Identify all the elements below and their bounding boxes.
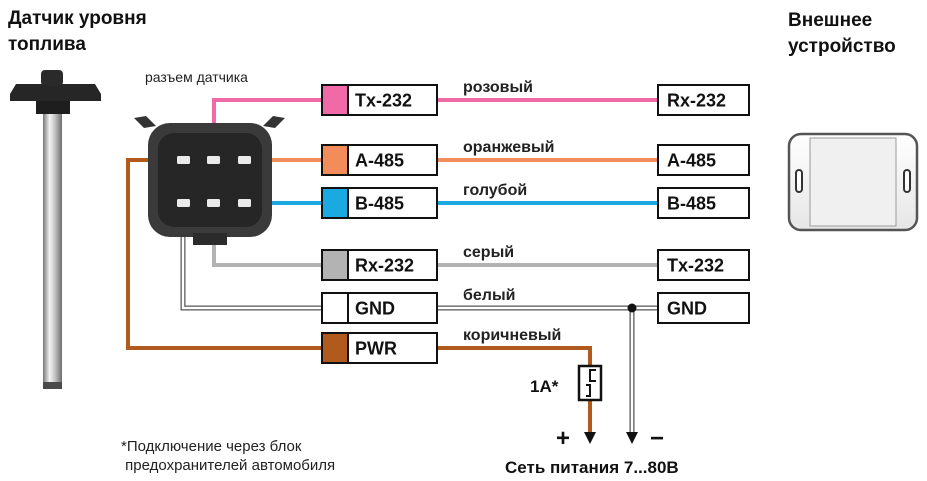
wire-color-name: розовый — [463, 79, 533, 96]
sensor-title-line2: топлива — [8, 34, 86, 55]
connector-label: разъем датчика — [145, 69, 248, 85]
external-device-icon — [787, 132, 919, 232]
color-swatch — [323, 334, 348, 362]
device-title-line1: Внешнее — [788, 10, 873, 31]
right-box-label: Tx-232 — [667, 256, 724, 276]
footnote-line2: предохранителей автомобиля — [121, 457, 336, 474]
right-box-label: GND — [667, 299, 707, 319]
wire-color-name: оранжевый — [463, 139, 554, 156]
left-box-label: GND — [355, 299, 395, 319]
sensor-title: Датчик уровня топлива — [8, 6, 147, 58]
device-title-line2: устройство — [788, 36, 896, 57]
color-swatch — [323, 251, 348, 279]
color-swatch — [323, 189, 348, 217]
left-box-0: Tx-232 — [321, 84, 438, 116]
color-swatch — [323, 146, 348, 174]
plus-arrow-icon — [584, 432, 596, 444]
left-box-5: PWR — [321, 332, 438, 364]
device-title: Внешнее устройство — [788, 8, 896, 60]
wire-color-name: серый — [463, 244, 514, 261]
junction-dot — [627, 303, 637, 313]
sensor-title-line1: Датчик уровня — [8, 8, 147, 29]
left-box-1: A-485 — [321, 144, 438, 176]
right-box-label: Rx-232 — [667, 91, 726, 111]
wire-color-names: розовый оранжевый голубой серый белый коричне… — [463, 79, 561, 344]
color-swatch — [323, 86, 348, 114]
right-box-2: B-485 — [657, 187, 750, 219]
sensor-connector — [134, 116, 285, 245]
color-swatch — [323, 294, 348, 322]
left-box-2: B-485 — [321, 187, 438, 219]
wire-color-name: голубой — [463, 182, 527, 199]
left-box-label: B-485 — [355, 194, 404, 214]
power-label: Сеть питания 7...80В — [505, 458, 679, 477]
right-box-4: GND — [657, 292, 750, 324]
right-box-label: A-485 — [667, 151, 716, 171]
right-box-0: Rx-232 — [657, 84, 750, 116]
left-box-4: GND — [321, 292, 438, 324]
minus-arrow-icon — [626, 432, 638, 444]
power-minus: − — [650, 425, 664, 452]
fuel-sensor-icon — [10, 70, 101, 389]
right-box-label: B-485 — [667, 194, 716, 214]
left-box-label: Tx-232 — [355, 91, 412, 111]
fuse-label: 1A* — [530, 377, 559, 396]
footnote-line1: *Подключение через блок — [121, 438, 302, 455]
connector-pins — [177, 156, 251, 207]
power-plus: + — [556, 425, 570, 452]
footnote: *Подключение через блок предохранителей … — [121, 437, 335, 475]
left-box-label: A-485 — [355, 151, 404, 171]
wire-color-name: коричневый — [463, 327, 561, 344]
fuse-icon — [577, 364, 603, 402]
left-box-3: Rx-232 — [321, 249, 438, 281]
wire-brown-right — [436, 346, 592, 366]
wire-color-name: белый — [463, 287, 515, 304]
left-box-label: Rx-232 — [355, 256, 414, 276]
right-box-1: A-485 — [657, 144, 750, 176]
right-box-3: Tx-232 — [657, 249, 750, 281]
left-box-label: PWR — [355, 339, 397, 359]
